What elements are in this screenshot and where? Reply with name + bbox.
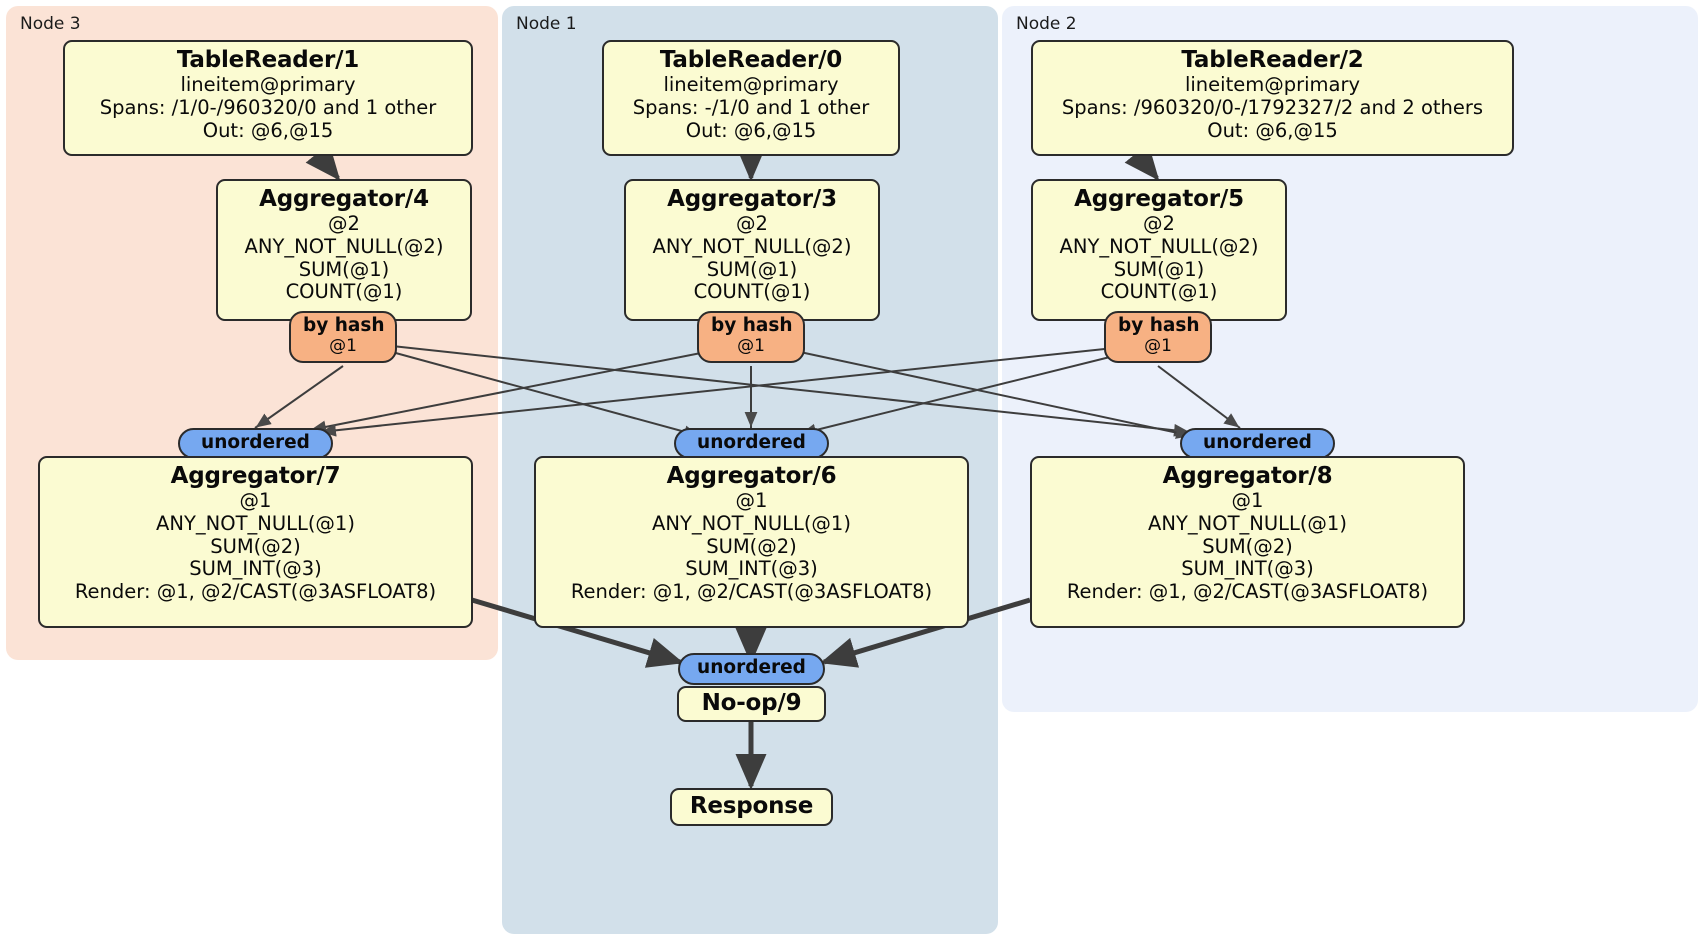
processor-line: SUM(@1) [706,257,798,281]
processor-line: COUNT(@1) [1100,280,1218,304]
processor-line: lineitem@primary [663,72,839,96]
processor-line: @2 [736,211,768,235]
processor-line: COUNT(@1) [285,280,403,304]
processor-title: No-op/9 [701,689,802,716]
synchronizer-title: unordered [697,657,806,679]
processor-line: @2 [1143,211,1175,235]
router-column: @1 [737,335,765,356]
processor-line: ANY_NOT_NULL(@1) [1148,511,1347,535]
processor-line: Render: @1, @2/CAST(@3ASFLOAT8) [570,580,933,604]
processor-aggregator-5[interactable]: Aggregator/5 @2 ANY_NOT_NULL(@2) SUM(@1)… [1031,179,1287,321]
node-panel-label-node3: Node 3 [20,14,81,34]
synchronizer-title: unordered [697,431,806,453]
processor-line: SUM_INT(@3) [685,557,818,581]
processor-line: Out: @6,@15 [202,118,334,142]
processor-title: Aggregator/6 [666,463,837,489]
processor-line: Spans: /1/0-/960320/0 and 1 other [99,95,437,119]
processor-aggregator-8[interactable]: Aggregator/8 @1 ANY_NOT_NULL(@1) SUM(@2)… [1030,456,1465,628]
processor-title: Aggregator/5 [1074,186,1244,212]
processor-line: lineitem@primary [180,72,356,96]
processor-line: @1 [735,488,768,512]
processor-line: lineitem@primary [1184,72,1361,96]
processor-line: @1 [1231,488,1264,512]
processor-title: TableReader/1 [176,47,360,73]
router-title: by hash [1118,315,1200,336]
processor-title: TableReader/0 [659,47,843,73]
processor-line: ANY_NOT_NULL(@2) [1059,234,1259,258]
synchronizer-unordered-final[interactable]: unordered [678,653,825,685]
processor-line: Out: @6,@15 [1207,118,1338,142]
processor-line: SUM(@2) [210,534,301,558]
processor-line: SUM(@2) [1202,534,1293,558]
processor-line: @1 [239,488,272,512]
processor-line: Spans: -/1/0 and 1 other [632,95,870,119]
processor-line: SUM_INT(@3) [189,557,322,581]
synchronizer-title: unordered [1203,431,1312,453]
processor-aggregator-4[interactable]: Aggregator/4 @2 ANY_NOT_NULL(@2) SUM(@1)… [216,179,472,321]
processor-title: Aggregator/8 [1162,463,1333,489]
processor-aggregator-7[interactable]: Aggregator/7 @1 ANY_NOT_NULL(@1) SUM(@2)… [38,456,473,628]
processor-line: ANY_NOT_NULL(@1) [156,511,355,535]
processor-tablereader-2[interactable]: TableReader/2 lineitem@primary Spans: /9… [1031,40,1514,156]
processor-title: Response [689,792,814,819]
processor-line: COUNT(@1) [693,280,811,304]
processor-tablereader-1[interactable]: TableReader/1 lineitem@primary Spans: /1… [63,40,473,156]
processor-line: ANY_NOT_NULL(@2) [652,234,852,258]
synchronizer-unordered-center[interactable]: unordered [674,428,829,459]
processor-line: SUM(@2) [706,534,797,558]
synchronizer-title: unordered [201,431,310,453]
processor-no-op-9[interactable]: No-op/9 [677,686,826,722]
processor-line: SUM(@1) [1113,257,1205,281]
processor-line: Spans: /960320/0-/1792327/2 and 2 others [1061,95,1484,119]
processor-line: SUM(@1) [298,257,390,281]
router-column: @1 [1144,335,1172,356]
synchronizer-unordered-right[interactable]: unordered [1180,428,1335,459]
processor-title: Aggregator/4 [259,186,429,212]
router-title: by hash [711,315,793,336]
processor-line: Render: @1, @2/CAST(@3ASFLOAT8) [1066,580,1429,604]
processor-line: @2 [328,211,360,235]
router-title: by hash [303,315,385,336]
processor-line: Render: @1, @2/CAST(@3ASFLOAT8) [74,580,437,604]
router-column: @1 [329,335,357,356]
router-by-hash-right[interactable]: by hash @1 [1104,311,1212,363]
processor-line: SUM_INT(@3) [1181,557,1314,581]
processor-line: ANY_NOT_NULL(@2) [244,234,444,258]
processor-aggregator-3[interactable]: Aggregator/3 @2 ANY_NOT_NULL(@2) SUM(@1)… [624,179,880,321]
node-panel-label-node1: Node 1 [516,14,577,34]
processor-response[interactable]: Response [670,788,833,826]
synchronizer-unordered-left[interactable]: unordered [178,428,333,459]
node-panel-label-node2: Node 2 [1016,14,1077,34]
processor-aggregator-6[interactable]: Aggregator/6 @1 ANY_NOT_NULL(@1) SUM(@2)… [534,456,969,628]
processor-line: ANY_NOT_NULL(@1) [652,511,851,535]
processor-title: Aggregator/3 [667,186,837,212]
router-by-hash-center[interactable]: by hash @1 [697,311,805,363]
processor-line: Out: @6,@15 [685,118,817,142]
processor-tablereader-0[interactable]: TableReader/0 lineitem@primary Spans: -/… [602,40,900,156]
processor-title: Aggregator/7 [170,463,341,489]
router-by-hash-left[interactable]: by hash @1 [289,311,397,363]
processor-title: TableReader/2 [1181,47,1364,73]
